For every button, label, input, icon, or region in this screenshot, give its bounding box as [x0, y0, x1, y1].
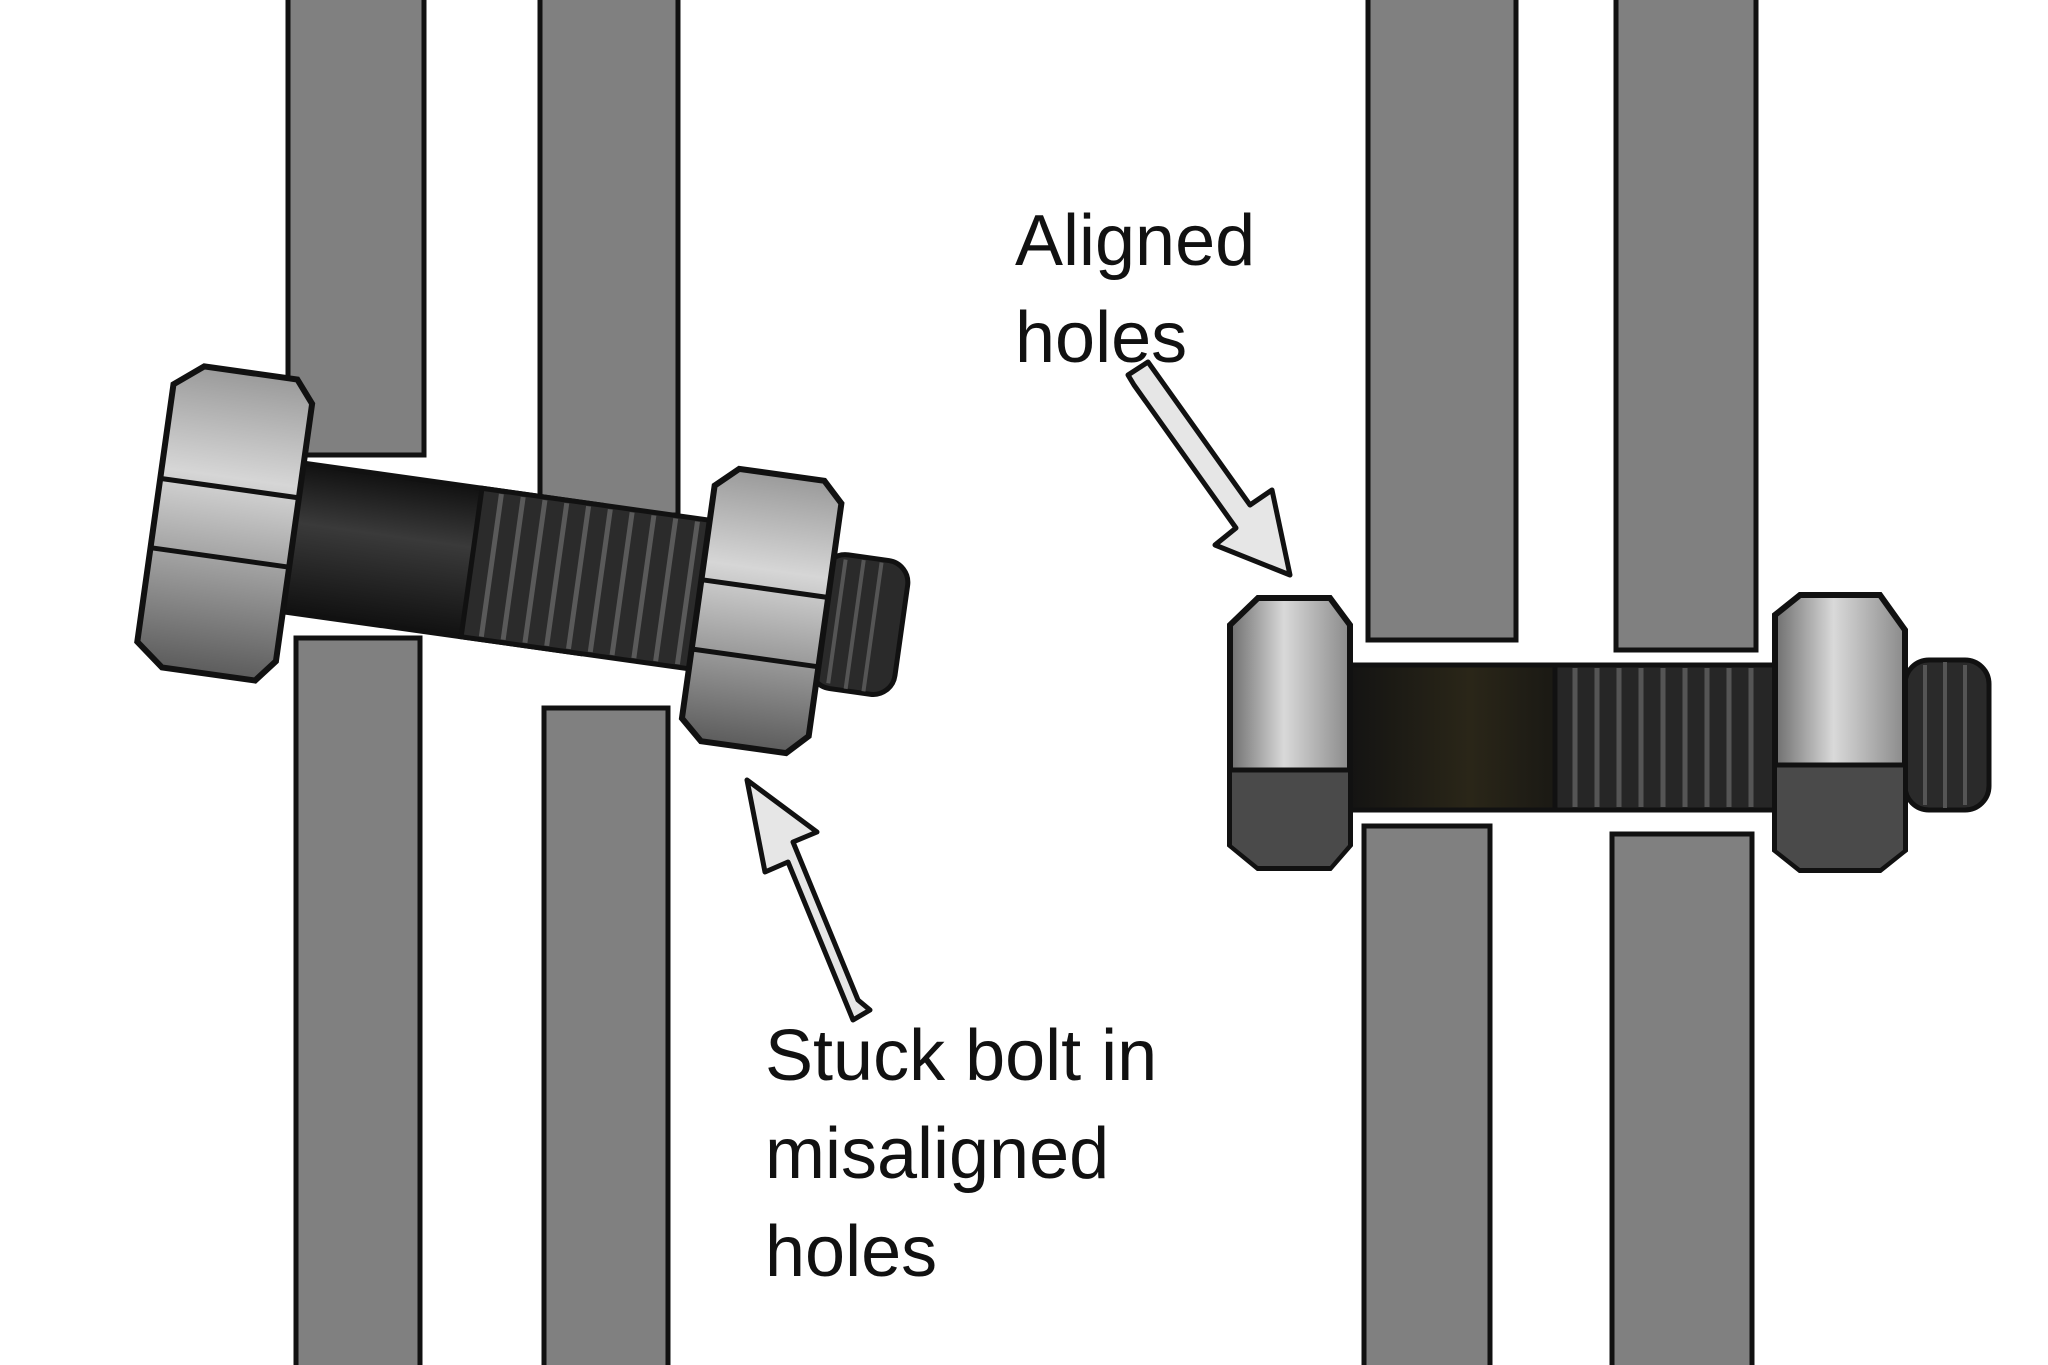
aligned-bolt-thread: [1552, 662, 1793, 813]
aligned-label-line-2: holes: [1015, 298, 1187, 378]
plate-right-2-lower: [1609, 831, 1755, 1365]
misaligned-label-line-3: holes: [765, 1212, 937, 1292]
misaligned-assembly: [134, 0, 911, 1365]
plate-right-1-lower: [1361, 823, 1493, 1365]
bolt-head: [134, 363, 316, 684]
plate-left-2-upper: [537, 0, 681, 518]
plate-left-1-lower: [293, 635, 423, 1365]
arrow-misaligned: [744, 777, 873, 1023]
aligned-assembly: [1227, 0, 1992, 1365]
plate-left-1-upper: [285, 0, 427, 458]
plate-right-2-upper: [1613, 0, 1759, 653]
misaligned-label-line-1: Stuck bolt in: [765, 1016, 1157, 1096]
misaligned-label: Stuck bolt in misaligned holes: [765, 1016, 1177, 1292]
misaligned-label-line-2: misaligned: [765, 1114, 1109, 1194]
nut-left: [678, 465, 845, 757]
stuck-bolt: [134, 363, 911, 757]
plate-right-1-upper: [1365, 0, 1519, 643]
aligned-label: Aligned holes: [1015, 201, 1275, 378]
arrow-aligned: [1125, 359, 1293, 578]
plate-left-2-lower: [541, 705, 671, 1365]
aligned-label-line-1: Aligned: [1015, 201, 1255, 281]
